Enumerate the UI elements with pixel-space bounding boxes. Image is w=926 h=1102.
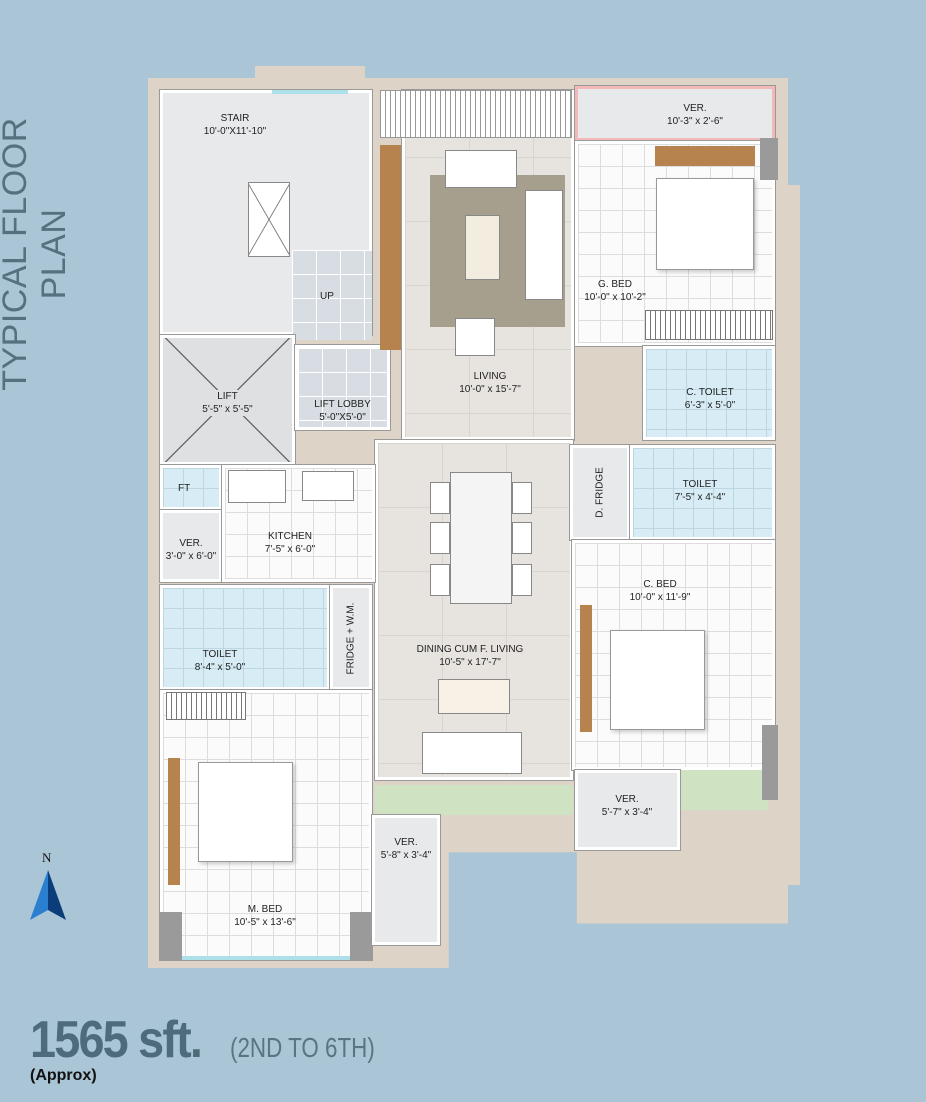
room-kitchen [221,464,376,583]
dining-chair [512,522,532,554]
main-door[interactable] [380,145,402,350]
room-lift-lobby [294,344,391,431]
fridge-wm [329,584,373,691]
coffee-table [465,215,500,280]
room-toilet-right [629,444,776,541]
room-ver-cbed [574,769,681,851]
headboard [168,758,180,885]
window [272,90,348,94]
wardrobe [645,310,773,340]
bed-g [656,178,754,270]
ver-kitchen-label: VER.3'-0" x 6'-0" [165,538,217,562]
dining-table [450,472,512,604]
wardrobe [166,692,246,720]
room-c-toilet [642,345,776,441]
window [182,956,350,960]
dining-chair [430,564,450,596]
gas-stove [302,471,354,501]
plan-title: TYPICAL FLOOR PLAN [0,117,73,391]
column [160,912,182,960]
plan-shell-right [775,185,800,885]
north-arrow-icon [30,870,66,920]
headboard [580,605,592,732]
floors-text: (2ND TO 6TH) [230,1032,375,1063]
bed-c [610,630,705,730]
column [760,138,778,180]
sofa [445,150,517,188]
tv-unit [438,679,510,714]
area-text: 1565 sft. [30,1011,203,1069]
room-toilet-left [159,584,331,691]
column [762,725,778,800]
room-ver-mbed [371,814,441,946]
headboard [655,146,755,166]
fridge-wm-label: FRIDGE + W.M. [345,602,357,675]
dining-chair [430,522,450,554]
dining-chair [430,482,450,514]
dining-chair [512,482,532,514]
bed-m [198,762,293,862]
room-ver-top [574,85,776,142]
plan-shell-top [255,66,365,86]
approx-text: (Approx) [30,1067,97,1084]
room-ft [159,464,223,511]
ft-label: FT [178,483,191,494]
sofa-side [525,190,563,300]
armchair [455,318,495,356]
room-stair-landing [292,250,372,340]
ver-top-label: VER.10'-3" x 2'-6" [667,103,723,127]
garden-strip [375,785,573,815]
kitchen-sink [228,470,286,503]
ver-mbed-label: VER.5'-8" x 3'-4" [380,837,432,861]
sofa-dining [422,732,522,774]
fridge-dining [569,444,631,541]
north-label: N [42,850,52,865]
ver-cbed-label: VER.5'-7" x 3'-4" [601,794,653,818]
dining-chair [512,564,532,596]
up-label: UP [320,291,334,302]
garden-strip [680,770,768,810]
room-ver-kitchen [159,509,223,583]
column [350,912,372,960]
d-fridge-label: D. FRIDGE [594,467,606,518]
stair-well [248,182,290,257]
balcony-railing [380,90,572,138]
